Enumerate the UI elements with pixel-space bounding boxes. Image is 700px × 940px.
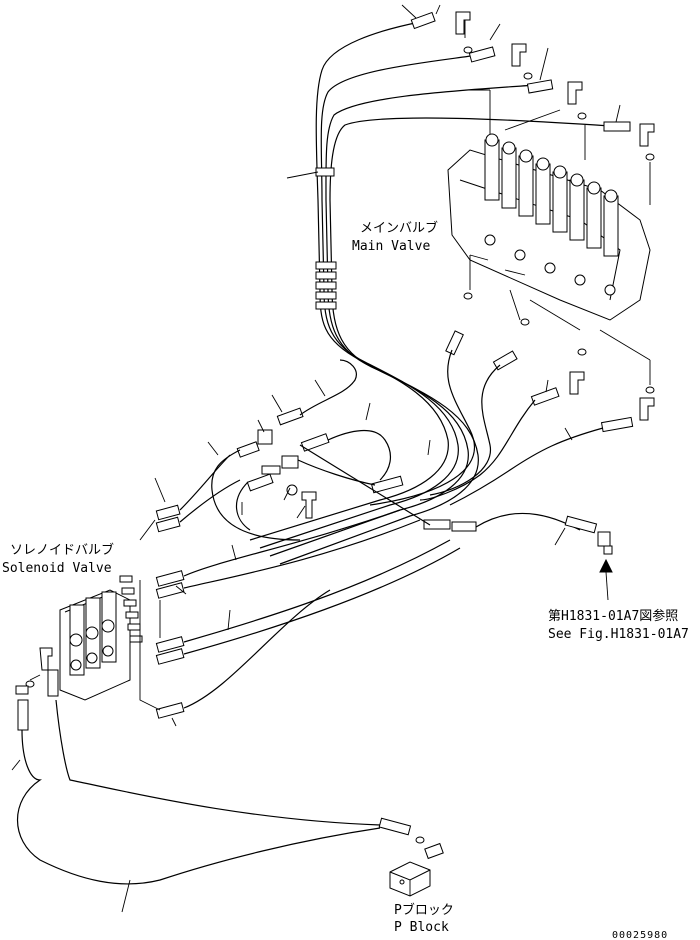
- valve-spools: [484, 139, 619, 257]
- left-lower-fittings: [15, 647, 59, 731]
- solenoid-valve-block: [59, 589, 131, 701]
- top-leader-lines: [286, 4, 651, 205]
- solenoid-output-fittings: [119, 504, 185, 719]
- top-fittings: [410, 11, 655, 161]
- middle-hoses: [211, 359, 581, 541]
- main-valve-lower-hoses: [369, 349, 604, 506]
- upper-hose-bundle: [249, 21, 611, 565]
- solenoid-valve-label-jp: ソレノイドバルブ: [10, 543, 115, 558]
- solenoid-valve-label-en: Solenoid Valve: [2, 561, 112, 576]
- see-fig-label-jp: 第H1831-01A7図参照: [548, 609, 679, 624]
- main-valve-block: [447, 133, 651, 385]
- middle-fittings: [236, 407, 477, 532]
- see-fig-label-en: See Fig.H1831-01A7: [548, 627, 689, 642]
- leader-lines: [11, 379, 573, 913]
- p-block-label-en: P Block: [394, 920, 449, 935]
- p-block: [378, 817, 444, 897]
- main-valve-label-en: Main Valve: [352, 239, 431, 254]
- right-sensor-fitting: [564, 515, 613, 601]
- valve-ports: [484, 133, 618, 296]
- solenoid-hoses: [139, 454, 461, 711]
- main-valve-label-jp: メインバルブ: [360, 221, 439, 236]
- p-block-label-jp: Pブロック: [394, 903, 454, 918]
- main-valve-lower-fittings: [445, 292, 655, 433]
- drawing-number: 00025980: [612, 930, 669, 940]
- p-block-hose: [17, 699, 381, 885]
- bundle-clamps: [315, 167, 337, 310]
